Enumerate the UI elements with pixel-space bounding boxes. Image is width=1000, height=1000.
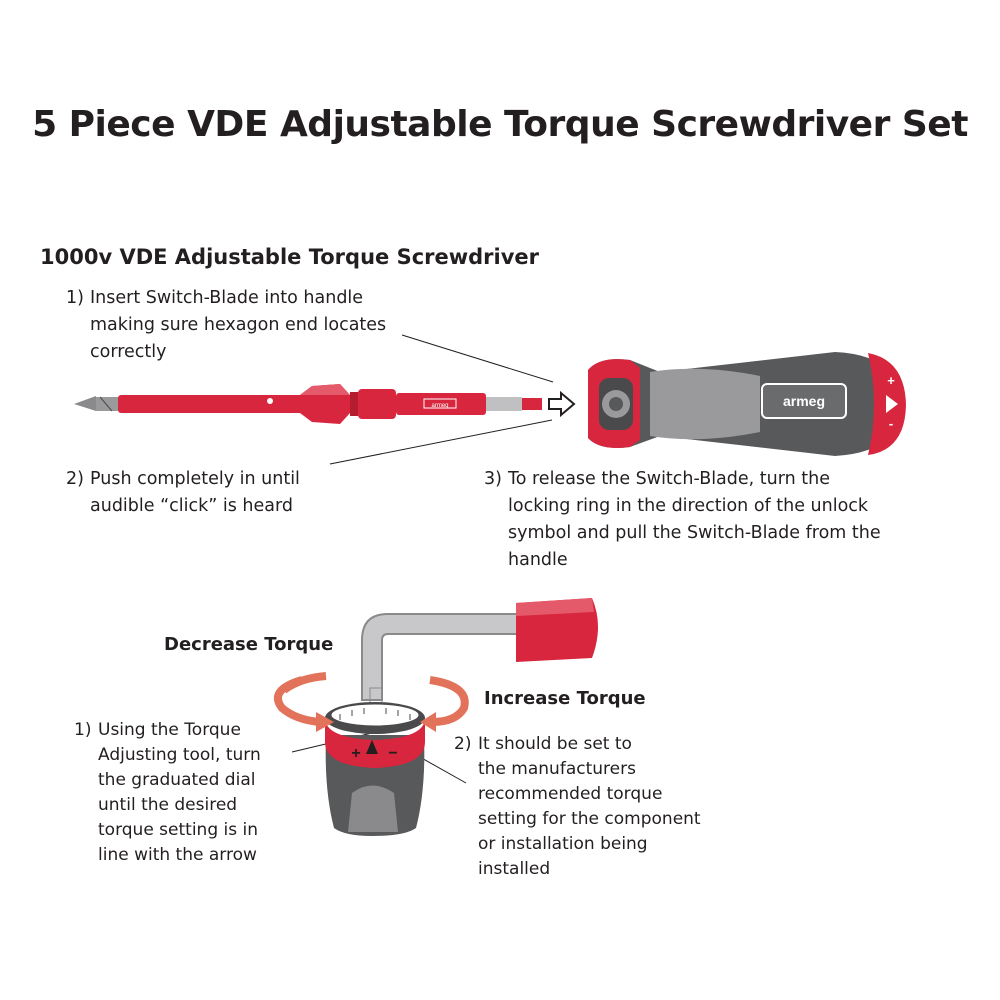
blade-brand-logo: armeg [431, 403, 448, 409]
step-text-line: torque setting is in [98, 820, 259, 840]
step-text-line: audible “click” is heard [90, 496, 294, 516]
page-title: 5 Piece VDE Adjustable Torque Screwdrive… [32, 104, 968, 145]
step-text-line: until the desired [98, 795, 238, 815]
insert-arrow-icon [548, 390, 576, 418]
decrease-rotation-arrow [274, 672, 334, 732]
step-number: 2) [66, 469, 84, 489]
step-text-line: Insert Switch-Blade into handle [90, 288, 364, 308]
leader-line-step1 [401, 334, 554, 383]
step-text-line: line with the arrow [98, 845, 257, 865]
handle-brand-logo: armeg [783, 393, 825, 409]
step-text-line: making sure hexagon end locates [90, 315, 387, 335]
section-subtitle: 1000v VDE Adjustable Torque Screwdriver [40, 245, 540, 269]
handle-minus-symbol: - [889, 416, 893, 431]
step-text-line: It should be set to [478, 734, 632, 754]
step-text-line: locking ring in the direction of the unl… [508, 496, 869, 516]
step-text-line: Using the Torque [98, 720, 241, 740]
step-number: 3) [484, 469, 502, 489]
handle-plus-symbol: + [887, 373, 895, 388]
step-text-line: To release the Switch-Blade, turn the [508, 469, 830, 489]
step-number: 1) [74, 720, 92, 740]
step-text-line: or installation being [478, 834, 648, 854]
step-text-line: the manufacturers [478, 759, 636, 779]
increase-rotation-arrow [420, 676, 469, 732]
torque-adjusting-tool [361, 598, 598, 711]
screwdriver-handle [588, 352, 906, 456]
dial-arrow-icon [366, 740, 378, 754]
step-number: 1) [66, 288, 84, 308]
leader-line-step2 [329, 419, 553, 465]
torque-dial-handle [325, 702, 425, 836]
step-text-line: Push completely in until [90, 469, 300, 489]
step-text-line: correctly [90, 342, 167, 362]
dial-minus-symbol: − [388, 745, 397, 762]
increase-torque-label: Increase Torque [484, 688, 646, 709]
dial-plus-symbol: + [351, 745, 360, 762]
decrease-torque-label: Decrease Torque [164, 634, 334, 655]
switch-blade [74, 384, 542, 424]
step-text-line: symbol and pull the Switch-Blade from th… [508, 523, 881, 543]
step-text-line: recommended torque [478, 784, 663, 804]
step-text-line: installed [478, 859, 551, 879]
step-number: 2) [454, 734, 472, 754]
step-text-line: Adjusting tool, turn [98, 745, 261, 765]
step-text-line: the graduated dial [98, 770, 256, 790]
step-text-line: setting for the component [478, 809, 701, 829]
step-text-line: handle [508, 550, 568, 570]
